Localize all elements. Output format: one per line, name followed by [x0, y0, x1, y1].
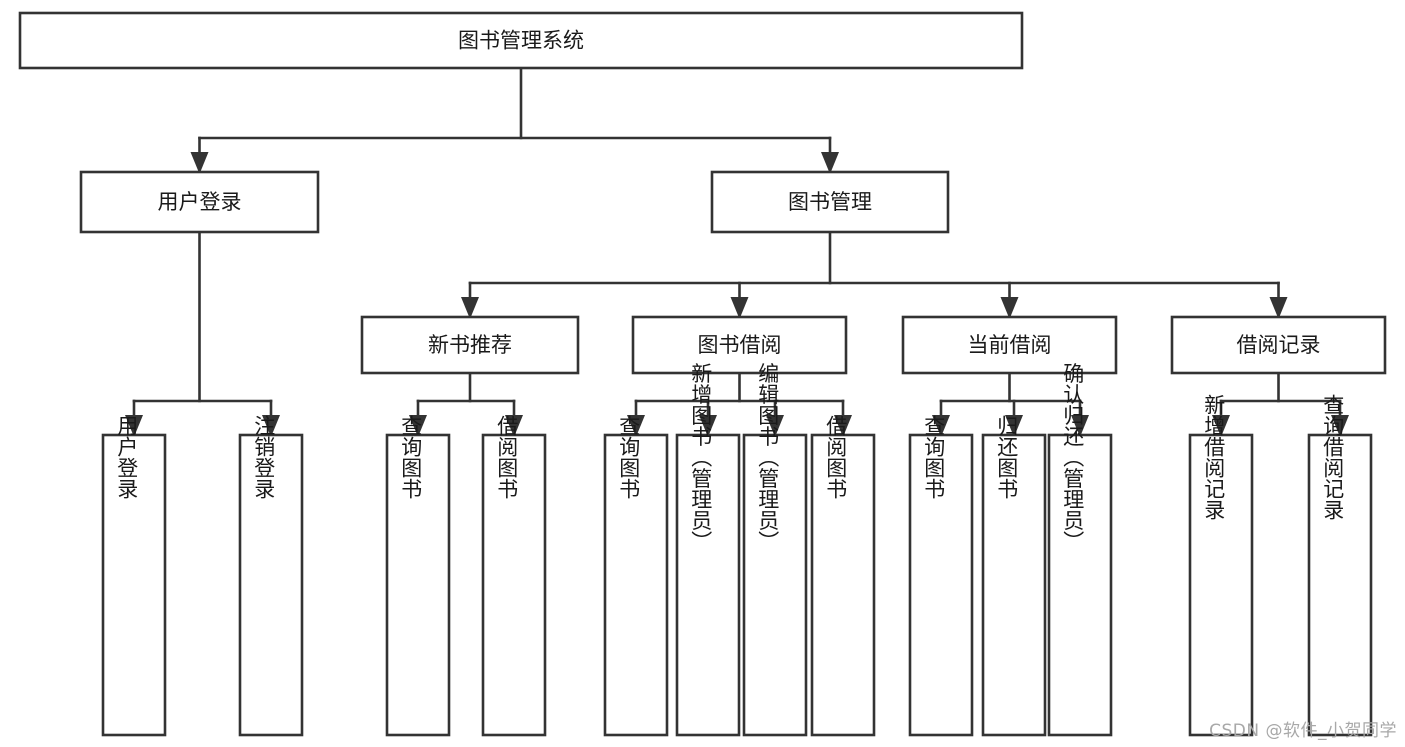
- node-box: [1307, 433, 1373, 737]
- arrow-head-icon: [505, 415, 523, 437]
- node-box: [810, 433, 876, 737]
- node-box: [1188, 433, 1254, 737]
- node-box: [901, 315, 1118, 375]
- node-leaf-query-record[interactable]: 查询借阅记录: [1307, 394, 1373, 737]
- arrow-head-icon: [766, 415, 784, 437]
- arrow-head-icon: [821, 152, 839, 174]
- node-leaf-borrow-book-2[interactable]: 借阅图书: [810, 415, 876, 737]
- node-box: [908, 433, 974, 737]
- arrow-head-icon: [932, 415, 950, 437]
- node-box: [1170, 315, 1387, 375]
- node-leaf-add-book[interactable]: 新增图书（管理员）: [675, 363, 741, 737]
- node-label: 确认归还（管理员）: [1061, 363, 1085, 552]
- node-label: 借阅图书: [495, 415, 519, 499]
- node-box: [18, 11, 1024, 70]
- node-leaf-user-logout[interactable]: 注销登录: [238, 415, 304, 737]
- node-box: [603, 433, 669, 737]
- arrow-head-icon: [1331, 415, 1349, 437]
- node-label: 图书管理: [788, 190, 872, 214]
- node-leaf-query-book-1[interactable]: 查询图书: [385, 415, 451, 737]
- node-book-borrow[interactable]: 图书借阅: [631, 315, 848, 375]
- arrow-head-icon: [262, 415, 280, 437]
- node-box: [481, 433, 547, 737]
- node-box: [1047, 433, 1113, 737]
- node-label: 用户登录: [158, 190, 242, 214]
- node-label: 借阅记录: [1237, 333, 1321, 357]
- node-user-login[interactable]: 用户登录: [79, 170, 320, 234]
- arrow-head-icon: [834, 415, 852, 437]
- node-leaf-add-record[interactable]: 新增借阅记录: [1188, 394, 1254, 737]
- node-leaf-query-book-2[interactable]: 查询图书: [603, 415, 669, 737]
- node-leaf-borrow-book-1[interactable]: 借阅图书: [481, 415, 547, 737]
- node-label: 新书推荐: [428, 333, 512, 357]
- arrow-head-icon: [125, 415, 143, 437]
- node-current-borrow[interactable]: 当前借阅: [901, 315, 1118, 375]
- arrow-head-icon: [1212, 415, 1230, 437]
- node-label: 查询借阅记录: [1321, 394, 1345, 520]
- arrow-head-icon: [699, 415, 717, 437]
- node-borrow-record[interactable]: 借阅记录: [1170, 315, 1387, 375]
- node-box: [101, 433, 167, 737]
- connector-layer: [125, 66, 1349, 437]
- node-label: 当前借阅: [968, 333, 1052, 357]
- node-box: [981, 433, 1047, 737]
- node-label: 新增借阅记录: [1202, 394, 1226, 520]
- node-leaf-confirm-return[interactable]: 确认归还（管理员）: [1047, 363, 1113, 737]
- node-label: 图书借阅: [698, 333, 782, 357]
- arrow-head-icon: [461, 297, 479, 319]
- node-leaf-query-book-3[interactable]: 查询图书: [908, 415, 974, 737]
- node-label: 借阅图书: [824, 415, 848, 499]
- node-leaf-return-book[interactable]: 归还图书: [981, 415, 1047, 737]
- arrow-head-icon: [1071, 415, 1089, 437]
- arrow-head-icon: [1000, 297, 1019, 319]
- node-box: [631, 315, 848, 375]
- node-box: [360, 315, 580, 375]
- node-label: 归还图书: [995, 415, 1019, 499]
- node-box: [742, 433, 808, 737]
- node-root[interactable]: 图书管理系统: [18, 11, 1024, 70]
- arrow-head-icon: [190, 152, 209, 174]
- node-label: 查询图书: [617, 415, 641, 499]
- arrow-head-icon: [409, 415, 427, 437]
- node-box: [385, 433, 451, 737]
- node-box: [675, 433, 741, 737]
- arrow-head-icon: [1005, 415, 1023, 437]
- node-label: 图书管理系统: [458, 29, 584, 53]
- arrow-head-icon: [1269, 297, 1288, 319]
- node-label: 注销登录: [252, 415, 276, 499]
- node-leaf-edit-book[interactable]: 编辑图书（管理员）: [742, 363, 808, 737]
- node-label: 新增图书（管理员）: [689, 363, 713, 552]
- node-box: [238, 433, 304, 737]
- node-book-mgmt[interactable]: 图书管理: [710, 170, 950, 234]
- node-label: 查询图书: [399, 415, 423, 499]
- node-layer: 图书管理系统用户登录图书管理新书推荐图书借阅当前借阅借阅记录用户登录注销登录查询…: [18, 11, 1387, 737]
- node-box: [710, 170, 950, 234]
- node-new-book-rec[interactable]: 新书推荐: [360, 315, 580, 375]
- node-label: 用户登录: [115, 415, 139, 499]
- node-label: 编辑图书（管理员）: [756, 363, 780, 552]
- node-label: 查询图书: [922, 415, 946, 499]
- node-leaf-user-login[interactable]: 用户登录: [101, 415, 167, 737]
- node-box: [79, 170, 320, 234]
- arrow-head-icon: [627, 415, 645, 437]
- arrow-head-icon: [730, 297, 749, 319]
